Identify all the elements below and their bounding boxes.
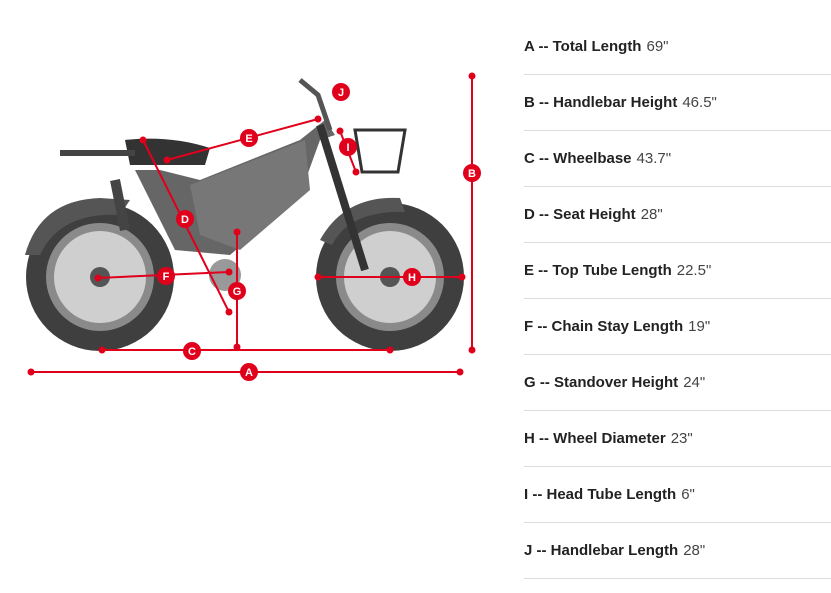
spec-value: 69" <box>646 38 669 55</box>
spec-name: E -- Top Tube Length <box>524 262 672 279</box>
dimension-marker <box>183 342 201 360</box>
spec-name: C -- Wheelbase <box>524 150 632 167</box>
dimension-letter: G <box>233 286 242 298</box>
dimension-marker <box>240 129 258 147</box>
spec-value: 22.5" <box>676 262 712 279</box>
dimension-marker <box>157 267 175 285</box>
dimension-marker <box>228 282 246 300</box>
dimension-letter: H <box>408 272 416 284</box>
dimension-marker <box>339 138 357 156</box>
dimension-b: B <box>463 72 481 354</box>
spec-name: B -- Handlebar Height <box>524 94 678 111</box>
dimension-c: C <box>98 342 394 360</box>
spec-value: 28" <box>640 206 663 223</box>
bike-illustration <box>25 78 464 351</box>
dimension-g: G <box>228 228 246 351</box>
dimension-f: F <box>94 267 233 285</box>
spec-name: G -- Standover Height <box>524 374 679 391</box>
dimension-marker <box>240 363 258 381</box>
dimension-a: A <box>27 363 464 381</box>
dimension-letter: B <box>468 168 476 180</box>
dimension-letter: C <box>188 346 196 358</box>
spec-value: 28" <box>683 542 706 559</box>
spec-name: H -- Wheel Diameter <box>524 430 666 447</box>
spec-name: I -- Head Tube Length <box>524 486 677 503</box>
spec-value: 23" <box>670 430 693 447</box>
dimension-letter: F <box>163 271 170 283</box>
spec-value: 24" <box>683 374 706 391</box>
spec-value: 19" <box>688 318 711 335</box>
dimension-i: I <box>336 127 360 176</box>
dimension-j: J <box>332 83 350 101</box>
dimension-letter: J <box>338 87 344 99</box>
dimension-marker <box>463 164 481 182</box>
dimension-letter: E <box>245 133 252 145</box>
spec-value: 43.7" <box>636 150 672 167</box>
dimension-marker <box>332 83 350 101</box>
spec-name: D -- Seat Height <box>524 206 636 223</box>
bike-geometry-diagram: A B C D E F G H I J <box>25 72 481 381</box>
dimension-letter: I <box>346 142 349 154</box>
spec-name: J -- Handlebar Length <box>524 542 679 559</box>
dimension-letter: D <box>181 214 189 226</box>
spec-name: F -- Chain Stay Length <box>524 318 684 335</box>
dimension-h: H <box>314 268 466 286</box>
spec-value: 46.5" <box>682 94 717 111</box>
dimension-d: D <box>139 136 233 316</box>
spec-name: A -- Total Length <box>524 38 642 55</box>
dimension-marker <box>176 210 194 228</box>
spec-value: 6" <box>681 486 695 503</box>
dimension-marker <box>403 268 421 286</box>
dimension-letter: A <box>245 367 253 379</box>
dimension-e: E <box>163 115 322 164</box>
